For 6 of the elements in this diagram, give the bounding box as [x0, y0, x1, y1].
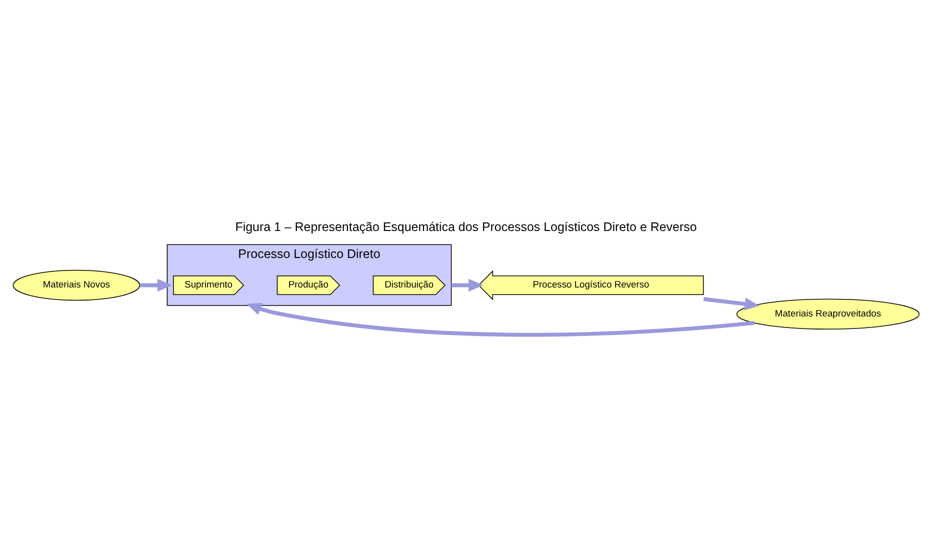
arrow	[246, 302, 754, 337]
arrow	[451, 278, 484, 292]
arrow	[703, 297, 760, 310]
diagram-title: Figura 1 – Representação Esquemática dos Processos Logísticos Direto e Reverso	[235, 220, 697, 234]
arrow	[140, 278, 172, 292]
node-ellipse: Materiais Novos	[12, 270, 140, 301]
